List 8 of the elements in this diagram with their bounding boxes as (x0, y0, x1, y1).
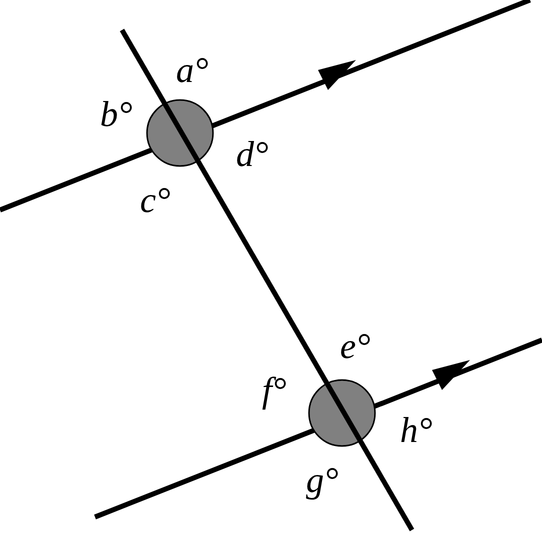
angle-label: c° (140, 182, 170, 218)
angle-label: e° (340, 328, 370, 364)
angle-label: b° (100, 96, 132, 132)
angle-label: g° (306, 462, 338, 498)
angle-label: a° (176, 52, 208, 88)
angle-label: h° (400, 412, 432, 448)
angle-label: d° (236, 136, 268, 172)
angle-label: f° (262, 372, 286, 408)
